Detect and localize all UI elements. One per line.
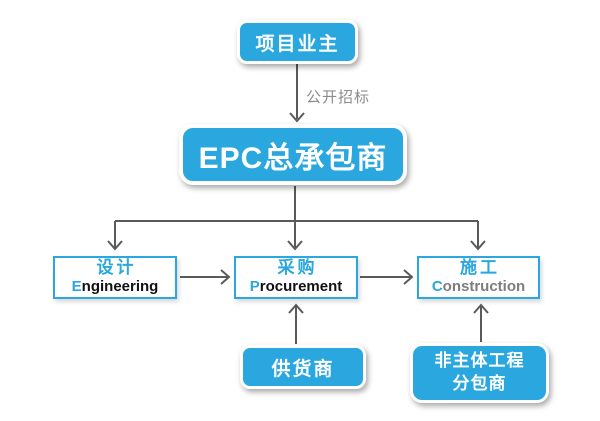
procurement-rest: rocurement <box>259 277 343 295</box>
engineering-rest: ngineering <box>81 277 159 295</box>
node-construction-label-zh: 施工 <box>460 258 500 278</box>
node-subcontractor-label-line2: 分包商 <box>452 374 507 393</box>
node-construction: 施工 Construction <box>417 256 540 299</box>
node-project-owner: 项目业主 <box>237 20 358 64</box>
arrow-owner-to-epc <box>289 64 305 123</box>
engineering-initial: E <box>71 277 82 295</box>
construction-initial: C <box>431 277 443 295</box>
node-engineering-label-zh: 设计 <box>96 258 137 278</box>
arrow-supplier-to-procurement <box>288 303 304 344</box>
node-procurement-label-en: Procurement <box>250 278 343 296</box>
node-supplier: 供货商 <box>240 345 366 389</box>
node-supplier-label: 供货商 <box>271 358 335 380</box>
procurement-initial: P <box>249 277 260 295</box>
arrow-subcontractor-to-construction <box>473 303 489 342</box>
node-subcontractor: 非主体工程 分包商 <box>410 343 549 403</box>
arrow-epc-to-procurement <box>287 186 303 251</box>
node-procurement-label-zh: 采购 <box>277 258 318 278</box>
node-subcontractor-label-line1: 非主体工程 <box>434 351 525 371</box>
arrow-procurement-to-construction <box>360 269 414 285</box>
node-engineering: 设计 Engineering <box>53 256 177 299</box>
arrow-branch-to-construction <box>470 221 486 251</box>
arrow-engineering-to-procurement <box>180 269 231 285</box>
arrow-branch-to-engineering <box>107 221 123 251</box>
node-epc-contractor-label: EPC总承包商 <box>198 141 388 175</box>
node-engineering-label-en: Engineering <box>72 278 159 296</box>
construction-rest: onstruction <box>442 277 526 295</box>
node-epc-contractor: EPC总承包商 <box>179 124 407 185</box>
bid-arrow-label: 公开招标 <box>306 89 371 106</box>
node-procurement: 采购 Procurement <box>234 256 358 299</box>
node-project-owner-label: 项目业主 <box>255 33 340 55</box>
node-construction-label-en: Construction <box>432 278 525 296</box>
